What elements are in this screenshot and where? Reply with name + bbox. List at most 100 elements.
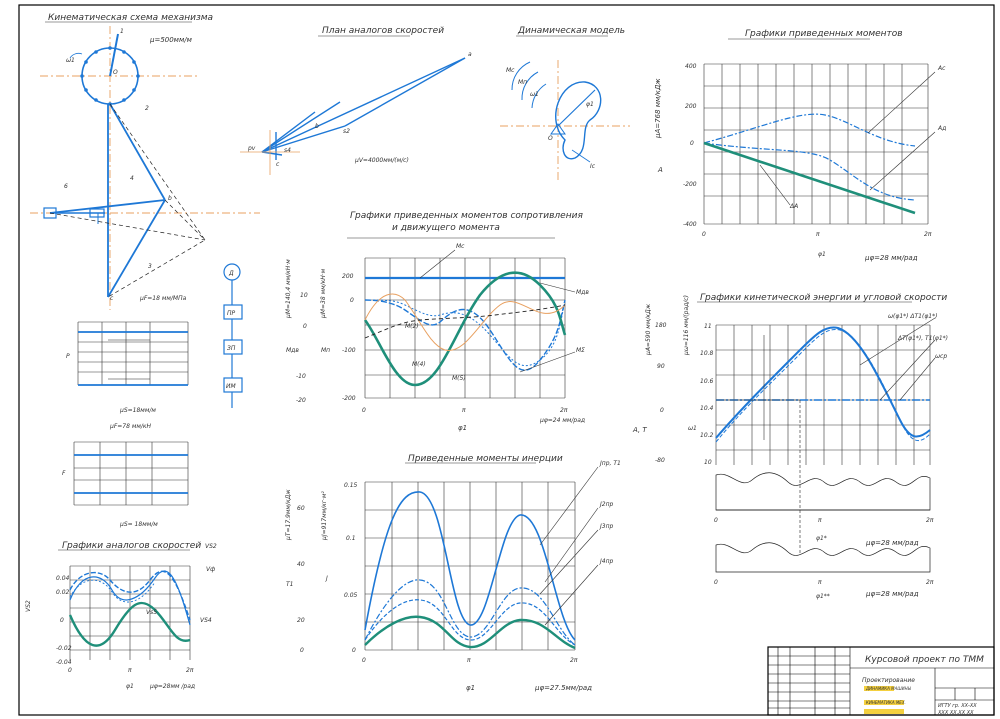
link-1-label: 1 [120,28,124,35]
work-x-tick: 0 [702,231,706,238]
speed-x-tick: 0 [68,667,72,674]
work-x-label: φ1 [818,251,826,258]
block-diagram-labels: Д ПР ЗП ИМ [226,270,236,390]
kinematic-scheme: Кинематическая схема механизма μ=500мм/м… [30,13,260,310]
energy-y2-tick: 10.8 [700,350,714,357]
energy-y1-tick: 0 [660,407,664,414]
inertia-y2-tick: 0.1 [346,535,356,542]
block-pr-label: ПР [227,310,236,317]
m-y1-tick: 10 [300,292,308,299]
a-y-tick: 0 [690,140,694,147]
m5-label: M(5) [452,375,466,382]
m-x-tick: π [462,407,466,414]
j4-label: J4пр [599,558,614,565]
speed-y-tick: -0.04 [56,659,72,666]
energy-x-tick: π [818,517,822,524]
moments-title-line1: Графики приведенных моментов сопротивлен… [350,211,583,221]
sheet-frame [18,4,995,716]
m-x-tick: 2π [560,407,568,414]
block-d-label: Д [228,270,234,277]
msum-label: MΣ [576,347,585,354]
mpr-axis-label: Mп [321,347,330,354]
crank-positions [80,46,140,106]
energy-axis1-label: μA=590 мм/кДж [645,303,652,356]
velocity-plan-title: План аналогов скоростей [322,26,444,36]
s-graph-scale: μS= 18мм/м [119,521,158,528]
omega-avg-label: ωср [935,353,947,360]
a-y-tick: -400 [683,221,697,228]
work-graph: Графики приведенных моментов Aс Aд ΔA 40… [654,29,946,262]
kinematic-title: Кинематическая схема механизма [48,13,213,23]
at-axis-label: A, T [632,426,647,434]
energy-x-tick: 2π [926,517,934,524]
inertia-y1-tick: 0 [300,647,304,654]
energy2-x-tick: π [818,579,822,586]
link-4-label: 4 [130,175,134,182]
energy-graph: Графики кинетической энергии и угловой с… [632,293,948,600]
energy-y2-tick: 10.6 [700,378,714,385]
omega-axis-label: ω1 [688,425,697,432]
dyn-mpr-label: Mп [518,79,527,86]
a-y-tick: -200 [683,181,697,188]
inertia-y2-tick: 0 [352,647,356,654]
m-y1-tick: 0 [303,323,307,330]
m4-label: M(4) [412,361,426,368]
inertia-axis1-label: μT=17.9мм/кДж [285,489,292,541]
title-block: Курсовой проект по ТММ Проектирование ДИ… [767,646,995,716]
energy-y2-tick: 11 [704,323,712,330]
speed-y-tick: 0 [60,617,64,624]
inertia-y1-tick: 40 [297,561,305,568]
p-graph-scale: μS=18мм/м [119,407,156,414]
omega1-label: ω1 [66,57,75,64]
mdv-axis-label: Mдв [286,347,299,354]
moments-graph: Графики приведенных моментов сопротивлен… [285,211,589,432]
a-axis-symbol: A [657,166,663,174]
energy-scale-2: μφ=28 мм/рад [865,590,919,598]
velocity-plan-scale: μV=4000мм/(м/с) [354,157,409,164]
inertia-title: Приведенные моменты инерции [408,454,563,464]
vs4-label: VS4 [200,617,212,624]
inertia-y2-tick: 0.15 [344,482,358,489]
m2-label: M(2) [405,323,419,330]
m-axis2-label: μМ=38 мм/кН·м [320,268,327,319]
energy-scale-1: μφ=28 мм/рад [865,539,919,547]
work-x-tick: 2π [924,231,932,238]
plan-a-label: a [468,51,472,58]
m-y1-tick: -20 [296,397,306,404]
j2-label: J2пр [599,501,614,508]
energy-y1-tick: 90 [657,363,665,370]
energy-y1-tick: 180 [655,322,667,329]
speed-y-tick: -0.02 [56,645,72,652]
mc-label: Mc [456,243,465,250]
energy-y2-tick: 10.2 [700,432,714,439]
dyn-ic-label: Ic [590,163,596,170]
m-y2-tick: 200 [342,273,354,280]
velocity-plan: План аналогов скоростей pv a s2 b c s4 μ… [240,26,472,175]
vf-label: Vф [206,566,215,573]
plan-s4-label: s4 [284,147,291,154]
stamp-sub2: КИНЕМАТИКА МЕХ. [866,700,906,705]
dynamic-model: Динамическая модель Mc Mп ω1 φ1 O Ic [500,26,630,180]
link-3-label: 3 [148,263,152,270]
moments-title-line2: и движущего момента [392,223,500,233]
work-graph-title: Графики приведенных моментов [745,29,903,39]
ac-label: Aс [937,65,946,72]
plan-c-label: c [276,161,280,168]
moments-scale: μφ=24 мм/рад [539,417,585,424]
speed-y-tick: 0.02 [56,589,70,596]
stamp-sheet: Проектирование [862,677,915,684]
dyn-phi1-label: φ1 [586,101,594,108]
inertia-axis2-label: μJ=917мм/кг·м² [321,491,328,541]
point-c-label: c [110,295,114,302]
inertia-y1-tick: 60 [297,505,305,512]
da-label: ΔA [789,203,798,210]
a-y-tick: 200 [685,103,697,110]
a-y-tick: 400 [685,63,697,70]
speed-analogs-scale: μφ=28мм /рад [149,683,195,690]
m-x-tick: 0 [362,407,366,414]
energy-title: Графики кинетической энергии и угловой с… [700,293,947,303]
j3-label: J3пр [599,523,614,530]
speed-analogs-title: Графики аналогов скоростей [62,541,201,551]
jpr-t1-label: Jпр, T1 [599,460,621,467]
